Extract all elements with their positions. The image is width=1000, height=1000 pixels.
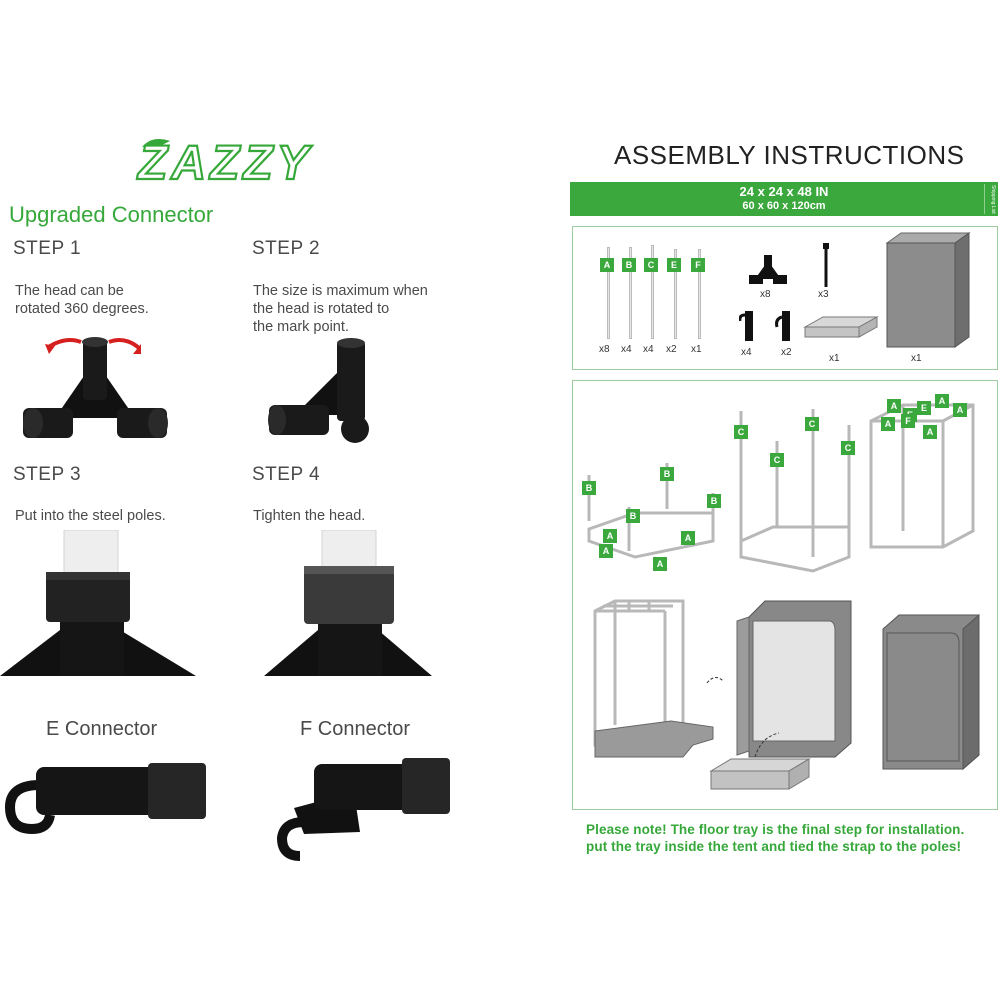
diagram-label-a-6: A bbox=[935, 394, 949, 408]
step-1-connector-image bbox=[15, 330, 175, 445]
step-2-title: STEP 2 bbox=[252, 238, 321, 259]
hook-f-icon bbox=[775, 309, 795, 345]
pole-list: A x8 B x4 C x4 E x2 F x1 bbox=[573, 227, 713, 371]
diagram-label-a-1: A bbox=[603, 529, 617, 543]
step-2-text: The size is maximum when the head is rot… bbox=[253, 283, 428, 335]
step-4-text: Tighten the head. bbox=[253, 508, 366, 524]
hook-e-qty: x4 bbox=[741, 347, 752, 358]
step-4-title: STEP 4 bbox=[252, 464, 321, 485]
step-1-text: The head can be rotated 360 degrees. bbox=[15, 283, 149, 317]
diagram-label-a-8: A bbox=[881, 417, 895, 431]
step-4-pole-image bbox=[262, 529, 434, 678]
diagram-label-b-3: B bbox=[707, 494, 721, 508]
corner-connector-icon bbox=[747, 253, 789, 287]
e-connector-image bbox=[0, 755, 210, 835]
strap-qty: x3 bbox=[818, 289, 829, 300]
pole-qty-c: x4 bbox=[643, 344, 654, 355]
diagram-label-c-3: C bbox=[770, 453, 784, 467]
diagram-label-a-4: A bbox=[681, 531, 695, 545]
diagram-label-f-1: F bbox=[901, 414, 915, 428]
step-3-title: STEP 3 bbox=[13, 464, 82, 485]
pole-label-a: A bbox=[600, 258, 614, 272]
pole-label-b: B bbox=[622, 258, 636, 272]
diagram-label-a-5: A bbox=[887, 399, 901, 413]
pole-qty-b: x4 bbox=[621, 344, 632, 355]
pole-qty-a: x8 bbox=[599, 344, 610, 355]
diagram-label-e-1: E bbox=[917, 401, 931, 415]
logo-mark: ZAZZY bbox=[135, 136, 313, 191]
upgraded-connector-heading: Upgraded Connector bbox=[9, 202, 214, 227]
diagram-label-a-2: A bbox=[599, 544, 613, 558]
logo-text: ZAZZY bbox=[136, 137, 313, 185]
pole-qty-f: x1 bbox=[691, 344, 702, 355]
hook-f-qty: x2 bbox=[781, 347, 792, 358]
pole-label-c: C bbox=[644, 258, 658, 272]
diagram-label-b-2: B bbox=[660, 467, 674, 481]
strap-icon bbox=[821, 243, 831, 287]
pole-label-f: F bbox=[691, 258, 705, 272]
tent-icon bbox=[885, 231, 971, 349]
diagram-label-a-3: A bbox=[653, 557, 667, 571]
installation-note: Please note! The floor tray is the final… bbox=[586, 822, 965, 854]
step-1-title: STEP 1 bbox=[13, 238, 82, 259]
pole-qty-e: x2 bbox=[666, 344, 677, 355]
assembly-title: ASSEMBLY INSTRUCTIONS bbox=[614, 140, 965, 170]
parts-list-panel: A x8 B x4 C x4 E x2 F x1 x8 x3 bbox=[572, 226, 998, 370]
diagram-label-b-1: B bbox=[582, 481, 596, 495]
pole-label-e: E bbox=[667, 258, 681, 272]
step-3-text: Put into the steel poles. bbox=[15, 508, 166, 524]
corner-connector-qty: x8 bbox=[760, 289, 771, 300]
diagram-label-a-7: A bbox=[953, 403, 967, 417]
size-bar-inches: 24 x 24 x 48 IN bbox=[739, 184, 829, 199]
diagram-label-a-9: A bbox=[923, 425, 937, 439]
diagram-label-c-2: C bbox=[805, 417, 819, 431]
size-bar-side-tag: Shipping List bbox=[984, 184, 996, 214]
e-connector-title: E Connector bbox=[46, 718, 158, 740]
hook-e-icon bbox=[738, 309, 757, 345]
step-2-connector-image bbox=[265, 335, 385, 445]
assembly-diagram-panel: B B B B A A A A C C C C A A E E A F A A bbox=[572, 380, 998, 810]
size-bar-cm: 60 x 60 x 120cm bbox=[742, 200, 826, 212]
tent-qty: x1 bbox=[911, 353, 922, 364]
assembly-frames bbox=[587, 403, 980, 790]
size-bar: 24 x 24 x 48 IN 60 x 60 x 120cm Shipping… bbox=[570, 182, 998, 216]
f-connector-image bbox=[264, 752, 454, 862]
step-3-pole-image bbox=[0, 529, 200, 678]
brand-logo: ZAZZY bbox=[132, 133, 372, 191]
floor-tray-qty: x1 bbox=[829, 353, 840, 364]
diagram-label-b-4: B bbox=[626, 509, 640, 523]
f-connector-title: F Connector bbox=[300, 718, 411, 740]
floor-tray-icon bbox=[803, 315, 879, 341]
diagram-label-c-4: C bbox=[841, 441, 855, 455]
diagram-label-c-1: C bbox=[734, 425, 748, 439]
